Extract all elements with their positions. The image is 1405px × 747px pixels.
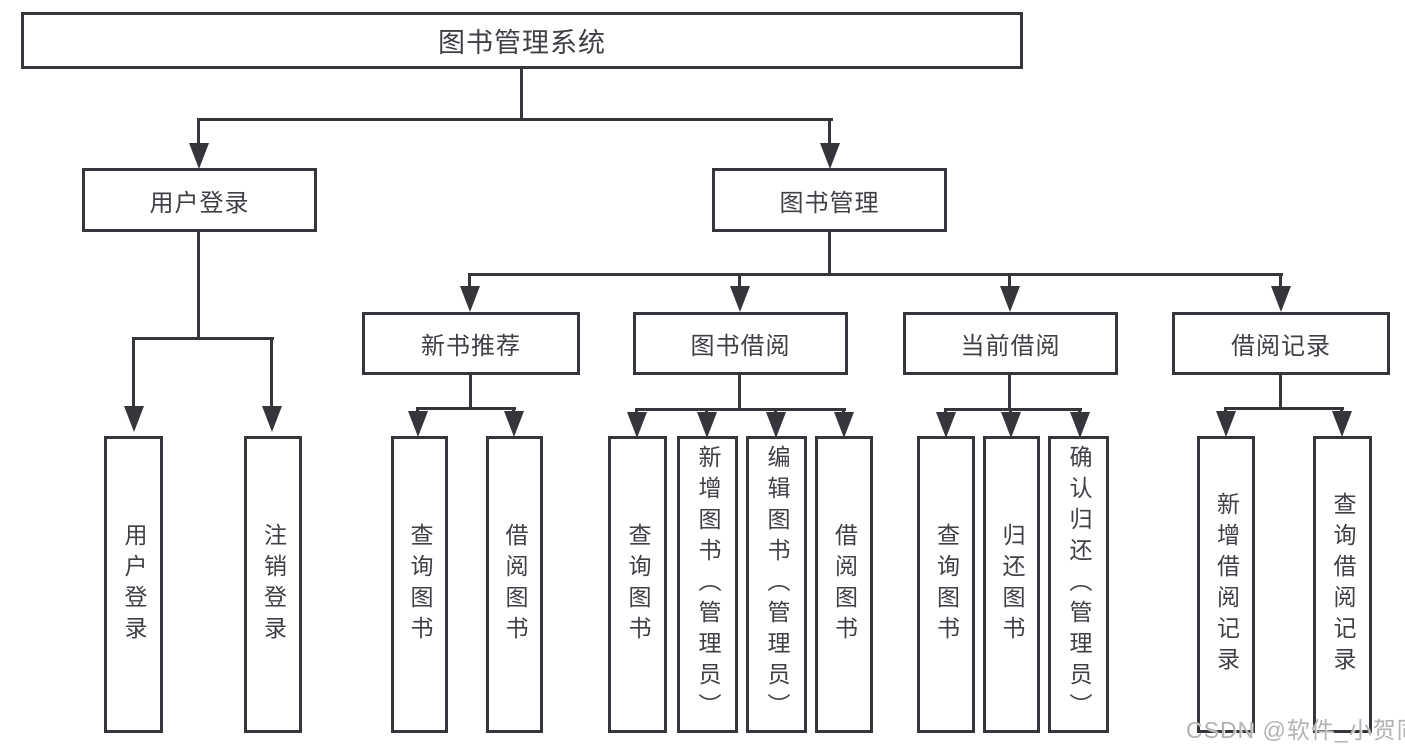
leaf-query-books-current: 查询图书 [917,436,975,733]
leaf-add-book-admin: 新增图书（管理员） [677,436,738,733]
connector-line [1224,407,1344,410]
node-book-management: 图书管理 [712,168,947,232]
node-new-book-recommendation: 新书推荐 [362,312,580,375]
node-label: 当前借阅 [960,333,1061,360]
node-user-login: 用户登录 [82,168,317,232]
leaf-query-books-recommend: 查询图书 [391,436,448,733]
arrowhead-icon [936,412,956,438]
node-borrowing-records: 借阅记录 [1172,312,1390,375]
connector-line [1008,375,1011,411]
connector-line [468,273,471,287]
connector-line [132,337,274,340]
arrowhead-icon [262,406,282,432]
node-label: 借阅图书 [502,522,528,647]
arrowhead-icon [1070,412,1090,438]
connector-line [468,273,1283,276]
leaf-borrow-books-recommend: 借阅图书 [486,436,543,733]
node-label: 编辑图书（管理员） [764,445,790,724]
node-label: 用户登录 [121,522,147,647]
connector-line [1279,375,1282,410]
arrowhead-icon [460,286,480,312]
arrowhead-icon [766,412,786,438]
connector-line [197,118,200,144]
leaf-logout: 注销登录 [244,436,302,733]
connector-line [1279,273,1282,287]
arrowhead-icon [189,143,209,169]
leaf-borrow-books: 借阅图书 [815,436,873,733]
leaf-confirm-return-admin: 确认归还（管理员） [1048,436,1109,733]
node-label: 图书管理系统 [438,28,606,58]
node-label: 查询图书 [933,522,960,647]
connector-line [197,118,833,121]
connector-line [1008,273,1011,287]
arrowhead-icon [1000,286,1020,312]
leaf-return-books: 归还图书 [983,436,1040,733]
arrowhead-icon [1216,411,1236,437]
node-book-borrowing: 图书借阅 [633,312,848,375]
arrowhead-icon [697,412,717,438]
node-label: 查询借阅记录 [1330,491,1356,678]
arrowhead-icon [820,143,840,169]
arrowhead-icon [1332,411,1352,437]
arrowhead-icon [730,286,750,312]
arrowhead-icon [124,406,144,432]
watermark: CSDN @软件_小贺同学 [1186,717,1405,743]
node-label: 图书管理 [779,189,880,217]
leaf-query-borrow-record: 查询借阅记录 [1313,436,1372,733]
arrowhead-icon [627,412,647,438]
node-label: 借阅记录 [1231,333,1331,360]
node-label: 查询图书 [407,522,433,647]
arrowhead-icon [1001,412,1021,438]
connector-line [132,337,135,406]
leaf-query-books-borrow: 查询图书 [608,436,667,733]
connector-line [270,337,273,406]
arrowhead-icon [834,412,854,438]
connector-line [469,375,472,409]
node-label: 查询图书 [625,522,651,647]
leaf-add-borrow-record: 新增借阅记录 [1197,436,1255,733]
connector-line [635,408,846,411]
node-label: 用户登录 [149,189,250,217]
node-label: 新书推荐 [421,333,521,360]
node-current-borrowing: 当前借阅 [903,312,1118,375]
connector-line [197,232,200,340]
leaf-edit-book-admin: 编辑图书（管理员） [746,436,807,733]
connector-line [944,408,1082,411]
connector-line [416,407,516,410]
leaf-user-login: 用户登录 [104,436,163,733]
arrowhead-icon [408,411,428,437]
connector-line [520,68,523,120]
node-label: 注销登录 [260,522,287,647]
node-label: 确认归还（管理员） [1066,445,1092,724]
connector-line [738,375,741,411]
connector-line [828,232,831,276]
node-label: 借阅图书 [831,522,858,647]
node-library-management-system: 图书管理系统 [21,12,1023,69]
connector-line [828,118,831,144]
arrowhead-icon [504,411,524,437]
connector-line [738,273,741,287]
node-label: 新增图书（管理员） [695,445,721,724]
node-label: 图书借阅 [690,333,791,360]
node-label: 新增借阅记录 [1213,491,1240,678]
arrowhead-icon [1271,286,1291,312]
node-label: 归还图书 [999,522,1025,647]
